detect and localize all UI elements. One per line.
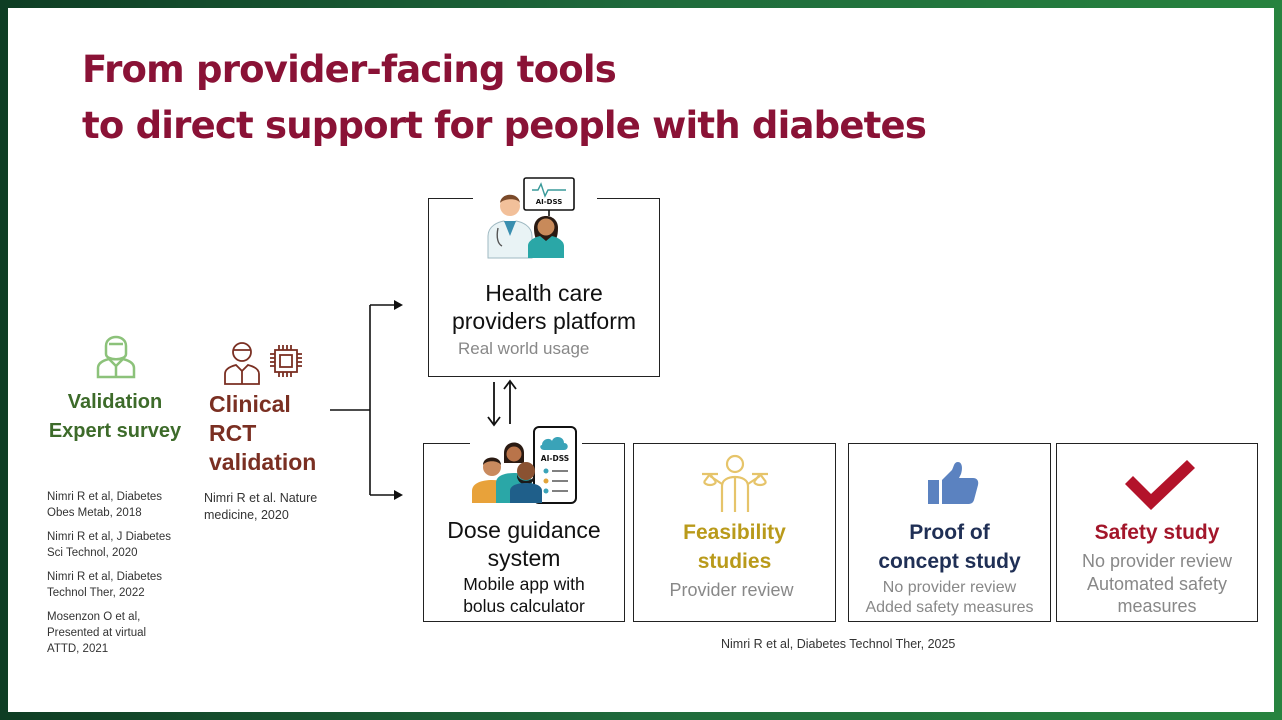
safety-study-box: Safety study No provider review Automate…: [1056, 443, 1258, 622]
dose-title-line1: Dose guidance: [447, 517, 601, 543]
phone-label: AI-DSS: [541, 454, 569, 463]
safety-sub-line2: Automated safety: [1086, 573, 1228, 594]
feasibility-line1: Feasibility: [683, 521, 786, 544]
validation-refs: Nimri R et al, Diabetes Obes Metab, 2018…: [47, 489, 197, 657]
ref-item: Nimri R et al, Diabetes Technol Ther, 20…: [47, 569, 197, 601]
feasibility-box: Feasibility studies Provider review: [633, 443, 836, 622]
ref-item: Nimri R et al, J Diabetes Sci Technol, 2…: [47, 529, 197, 561]
doctor-outline-icon: [96, 335, 136, 379]
clinical-ref: Nimri R et al. Nature medicine, 2020: [204, 490, 317, 524]
bidirectional-arrows: [487, 379, 517, 427]
dose-title: Dose guidance system: [424, 516, 624, 572]
ref-line: Nimri R et al, Diabetes: [47, 491, 163, 503]
doctors-monitor-icon: AI-DSS: [487, 177, 575, 259]
validation-heading: Validation Expert survey: [40, 388, 190, 446]
clinical-ref-line1: Nimri R et al. Nature: [204, 491, 318, 505]
ref-item: Nimri R et al, Diabetes Obes Metab, 2018: [47, 489, 197, 521]
safety-heading: Safety study: [1094, 521, 1220, 544]
arrow-head-up: [394, 300, 403, 310]
dose-guidance-box: Dose guidance system Mobile app with bol…: [423, 442, 625, 622]
slide-title: From provider-facing tools to direct sup…: [82, 42, 927, 154]
feasibility-sub: Provider review: [669, 580, 794, 600]
ref-line: Technol Ther, 2022: [47, 587, 145, 599]
ref-line: Nimri R et al, Diabetes: [47, 571, 163, 583]
monitor-label: AI-DSS: [536, 198, 563, 206]
hcp-platform-box: Health care providers platform Real worl…: [428, 197, 660, 377]
thumbs-up-icon: [928, 462, 979, 504]
footer-reference: Nimri R et al, Diabetes Technol Ther, 20…: [721, 637, 956, 651]
proof-heading: Proof of concept study: [849, 518, 1050, 576]
dose-sub-line2: bolus calculator: [463, 596, 585, 616]
title-line-2: to direct support for people with diabet…: [82, 104, 927, 147]
ref-line: Obes Metab, 2018: [47, 507, 142, 519]
arrow-head-down: [394, 490, 403, 500]
safety-sub-line1: No provider review: [1081, 551, 1233, 571]
proof-of-concept-box: Proof of concept study No provider revie…: [848, 443, 1051, 622]
hcp-title: Health care providers platform: [429, 279, 659, 335]
safety-sub-line3: measures: [1117, 596, 1197, 616]
check-mark-icon: [1125, 460, 1195, 510]
safety-sub: No provider review Automated safety meas…: [1057, 550, 1257, 618]
balance-person-icon: [702, 454, 768, 512]
clinical-line1: Clinical: [209, 391, 291, 417]
branch-connector: [330, 300, 403, 500]
proof-sub-line1: No provider review: [882, 579, 1017, 596]
doctor-chip-icon: [224, 342, 302, 385]
ref-line: Sci Technol, 2020: [47, 547, 138, 559]
dose-title-line2: system: [487, 545, 561, 571]
ref-line: Presented at virtual: [47, 627, 147, 639]
ref-line: Mosenzon O et al,: [47, 611, 141, 623]
hcp-subtitle: Real world usage: [458, 339, 590, 358]
feasibility-line2: studies: [697, 550, 772, 573]
dose-sub: Mobile app with bolus calculator: [424, 573, 624, 617]
proof-line2: concept study: [878, 550, 1021, 573]
feasibility-heading: Feasibility studies: [634, 518, 835, 576]
clinical-line2: RCT: [209, 420, 257, 446]
people-phone-icon: AI-DSS: [472, 426, 577, 504]
ref-line: ATTD, 2021: [47, 643, 109, 655]
clinical-line3: validation: [209, 449, 317, 475]
clinical-heading: Clinical RCT validation: [209, 390, 316, 477]
ref-line: Nimri R et al, J Diabetes: [47, 531, 171, 543]
proof-sub-line2: Added safety measures: [865, 599, 1034, 616]
dose-sub-line1: Mobile app with: [463, 574, 585, 594]
ref-item: Mosenzon O et al, Presented at virtual A…: [47, 609, 197, 657]
clinical-ref-line2: medicine, 2020: [204, 508, 289, 522]
title-line-1: From provider-facing tools: [82, 48, 617, 91]
hcp-title-line2: providers platform: [451, 308, 637, 334]
proof-line1: Proof of: [909, 521, 990, 544]
proof-sub: No provider review Added safety measures: [849, 578, 1050, 618]
validation-heading-line2: Expert survey: [48, 420, 182, 442]
hcp-title-line1: Health care: [485, 280, 603, 306]
dose-box-icon-gap: [470, 442, 582, 446]
validation-heading-line1: Validation: [67, 391, 163, 413]
